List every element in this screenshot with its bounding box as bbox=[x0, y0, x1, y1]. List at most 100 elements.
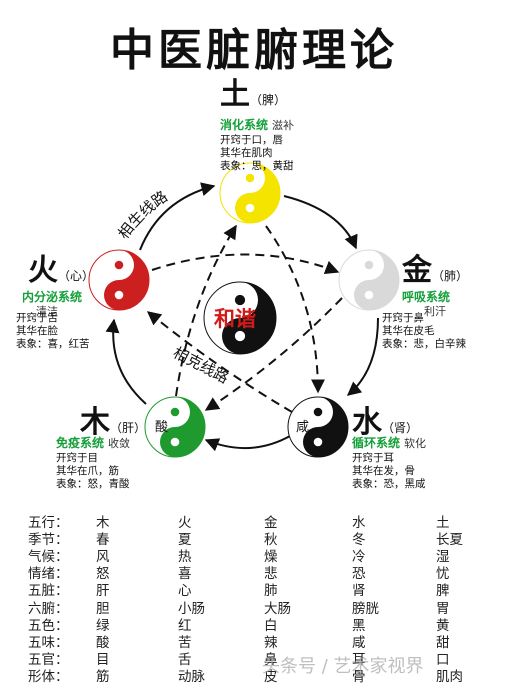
table-cell: 木 bbox=[96, 514, 110, 531]
table-row: 气候：风热燥冷湿 bbox=[28, 546, 498, 565]
earth-system: 消化系统 bbox=[220, 117, 269, 132]
page-title: 中医脏腑理论 bbox=[110, 25, 398, 76]
table-cell: 脾 bbox=[436, 583, 450, 600]
arrow-earth-to-metal bbox=[283, 195, 358, 250]
water-name: 水 bbox=[352, 405, 382, 440]
table-cell: 小肠 bbox=[178, 600, 205, 617]
table-cell: 膀胱 bbox=[352, 600, 379, 617]
table-row: 五官：目舌鼻耳口 bbox=[28, 650, 498, 669]
earth-line-3: 表象：思，黄甜 bbox=[220, 159, 294, 172]
table-cell: 忧 bbox=[436, 566, 450, 583]
arrow-wood-to-earth bbox=[175, 224, 237, 397]
arrow-fire-to-metal bbox=[151, 253, 340, 274]
table-cell: 筋 bbox=[96, 669, 110, 686]
wood-line-1: 开窍于目 bbox=[56, 452, 98, 464]
metal-info: 金（肺） 呼吸系统 利汗 bbox=[402, 252, 468, 318]
table-cell: 黑 bbox=[352, 617, 366, 634]
fire-system: 内分泌系统 bbox=[22, 289, 83, 304]
wood-taste-label: 酸 bbox=[155, 420, 168, 435]
fire-info: 火（心） 内分泌系统 清洁 bbox=[22, 252, 95, 318]
wood-line-3: 表象：怒，青酸 bbox=[56, 478, 130, 491]
earth-line-1: 开窍于口，唇 bbox=[220, 133, 283, 146]
table-row-label: 气候： bbox=[28, 548, 69, 565]
table-cell: 冷 bbox=[352, 548, 366, 565]
table-cell: 大肠 bbox=[264, 600, 291, 617]
table-cell: 肌肉 bbox=[436, 669, 463, 686]
center-yin-yang-icon bbox=[203, 281, 277, 355]
fire-yin-yang-icon bbox=[88, 249, 150, 311]
water-taste-label: 咸 bbox=[296, 420, 309, 435]
water-line-2: 其华在发，骨 bbox=[352, 465, 415, 478]
arrow-water-to-fire bbox=[146, 311, 293, 413]
table-cell: 骨 bbox=[352, 669, 366, 686]
table-cell: 动脉 bbox=[178, 669, 205, 686]
water-system: 循环系统 bbox=[352, 436, 401, 450]
metal-note: 利汗 bbox=[424, 304, 446, 318]
table-cell: 黄 bbox=[436, 617, 450, 634]
fire-name: 火 bbox=[28, 253, 58, 288]
wood-note: 收敛 bbox=[108, 437, 131, 450]
table-cell: 肾 bbox=[352, 583, 366, 600]
table-cell: 绿 bbox=[96, 617, 110, 634]
wood-system: 免疫系统 bbox=[56, 436, 105, 450]
table-row-label: 六腑： bbox=[28, 600, 69, 617]
arrow-fire-to-earth bbox=[139, 182, 216, 251]
metal-line-2: 其华在皮毛 bbox=[382, 325, 435, 338]
metal-name: 金 bbox=[402, 253, 432, 288]
table-row: 形体： 筋 动脉 皮 骨 肌肉 bbox=[28, 667, 498, 686]
fire-line-2: 其华在脸 bbox=[16, 325, 58, 338]
fire-taste-label: 苦 bbox=[97, 268, 109, 282]
table-cell: 夏 bbox=[178, 531, 192, 548]
watermark: 头条号 / 艺术家视界 bbox=[262, 656, 424, 677]
earth-taste-label: 甜 bbox=[233, 179, 244, 192]
water-line-1: 开窍于耳 bbox=[352, 452, 394, 464]
earth-info: 土（脾） 消化系统滋补 开窍于口，唇 其华在肌肉 表象：思，黄甜 bbox=[220, 76, 294, 173]
earth-line-2: 其华在肌肉 bbox=[220, 146, 273, 159]
earth-name: 土 bbox=[220, 77, 250, 112]
table-cell: 喜 bbox=[178, 566, 192, 583]
table-cell: 口 bbox=[436, 652, 450, 669]
table-cell: 热 bbox=[178, 548, 192, 565]
table-cell: 辣 bbox=[264, 634, 278, 651]
table-cell: 皮 bbox=[264, 669, 278, 686]
table-row: 五色：绿红白黑黄 bbox=[28, 615, 498, 634]
fire-details: 开窍于舌 其华在脸 表象：喜，红苦 bbox=[16, 312, 90, 351]
earth-yin-yang-icon bbox=[219, 162, 281, 224]
table-cell: 甜 bbox=[436, 634, 450, 651]
wood-line-2: 其华在爪，筋 bbox=[56, 465, 119, 478]
water-note: 软化 bbox=[404, 437, 427, 450]
arrow-earth-to-water bbox=[265, 225, 325, 394]
table-cell: 水 bbox=[352, 514, 366, 531]
table-cell: 冬 bbox=[352, 531, 366, 548]
fire-note: 清洁 bbox=[36, 304, 58, 318]
fire-organ: （心） bbox=[58, 269, 95, 283]
table-row-label: 季节： bbox=[28, 531, 69, 548]
table-row-label: 形体： bbox=[28, 669, 69, 686]
table-cell: 长夏 bbox=[436, 531, 463, 548]
table-cell: 胃 bbox=[436, 600, 450, 617]
table-row-label: 五官： bbox=[28, 652, 69, 669]
metal-organ: （肺） bbox=[432, 269, 469, 283]
table-cell: 怒 bbox=[96, 566, 110, 583]
wood-name: 木 bbox=[80, 405, 110, 440]
table-cell: 春 bbox=[96, 531, 110, 548]
generating-arrows bbox=[105, 182, 379, 452]
center-harmony-label: 和谐 bbox=[214, 307, 256, 331]
table-row-label: 情绪： bbox=[28, 566, 69, 583]
table-cell: 耳 bbox=[352, 652, 366, 669]
table-cell: 恐 bbox=[352, 566, 366, 583]
table-row: 季节：春夏秋冬长夏 bbox=[28, 529, 498, 548]
earth-organ: （脾） bbox=[250, 93, 287, 107]
table-cell: 白 bbox=[264, 617, 278, 634]
wood-details: 免疫系统收敛 开窍于目 其华在爪，筋 表象：怒，青酸 bbox=[56, 432, 130, 491]
wood-info: 木（肝） bbox=[80, 404, 146, 442]
earth-note: 滋补 bbox=[272, 118, 295, 132]
table-cell: 酸 bbox=[96, 634, 110, 651]
metal-line-1: 开窍于鼻 bbox=[382, 312, 424, 324]
table-row-label: 五色： bbox=[28, 617, 69, 634]
table-cell: 肺 bbox=[264, 583, 278, 600]
water-info: 水（肾） bbox=[352, 404, 418, 442]
table-cell: 心 bbox=[178, 583, 192, 600]
table-row-label: 五行： bbox=[28, 514, 69, 531]
